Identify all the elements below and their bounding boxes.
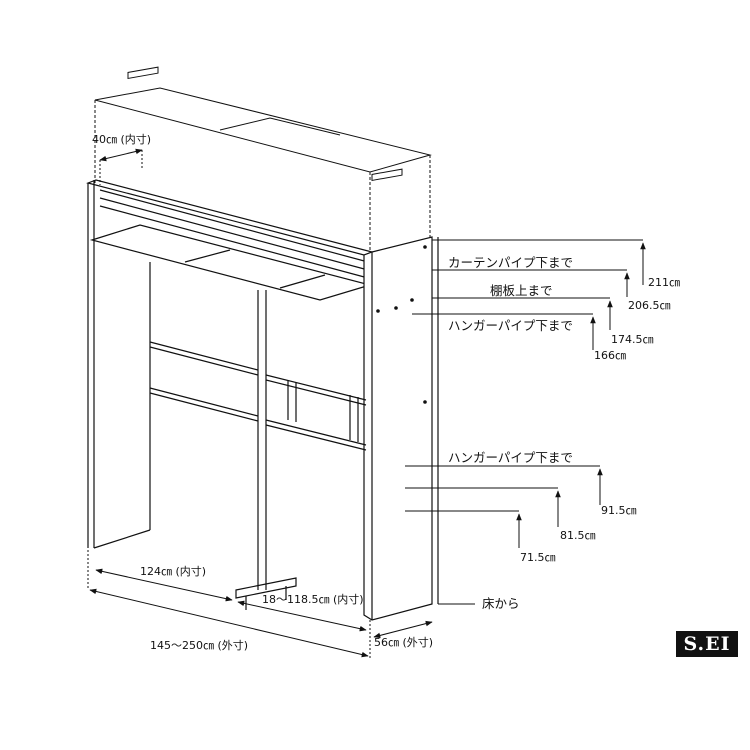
height-71-5-label: 71.5㎝ <box>520 551 556 564</box>
right-upright <box>363 236 439 621</box>
top-storage-box <box>94 66 432 250</box>
center-post <box>235 290 297 610</box>
curtain-pipe-label: カーテンパイプ下まで <box>448 255 574 270</box>
adjust-inner-label: 18～118.5㎝ (内寸) <box>262 593 364 606</box>
depth-inner-label: 40㎝ (内寸) <box>92 133 152 146</box>
height-91-5-label: 91.5㎝ <box>601 504 637 517</box>
left-upright <box>87 180 151 549</box>
brand-logo: S.EI <box>676 631 738 657</box>
upper-hanger-pipe-label: ハンガーパイプ下まで <box>448 318 573 333</box>
height-206-5-label: 206.5㎝ <box>628 299 671 312</box>
height-211-label: 211㎝ <box>648 276 680 289</box>
top-frame <box>86 179 374 301</box>
from-floor-label: 床から <box>482 596 520 611</box>
height-174-5-label: 174.5㎝ <box>611 333 654 346</box>
shelf-top-label: 棚板上まで <box>490 283 553 298</box>
hanger-pipes <box>149 341 367 451</box>
height-81-5-label: 81.5㎝ <box>560 529 596 542</box>
height-166-label: 166㎝ <box>594 349 626 362</box>
width-outer-label: 145～250㎝ (外寸) <box>150 639 249 652</box>
width-inner-label: 124㎝ (内寸) <box>140 565 207 578</box>
dimension-lines <box>87 148 646 660</box>
lower-hanger-pipe-label: ハンガーパイプ下まで <box>448 450 573 465</box>
depth-outer-label: 56㎝ (外寸) <box>374 636 434 649</box>
